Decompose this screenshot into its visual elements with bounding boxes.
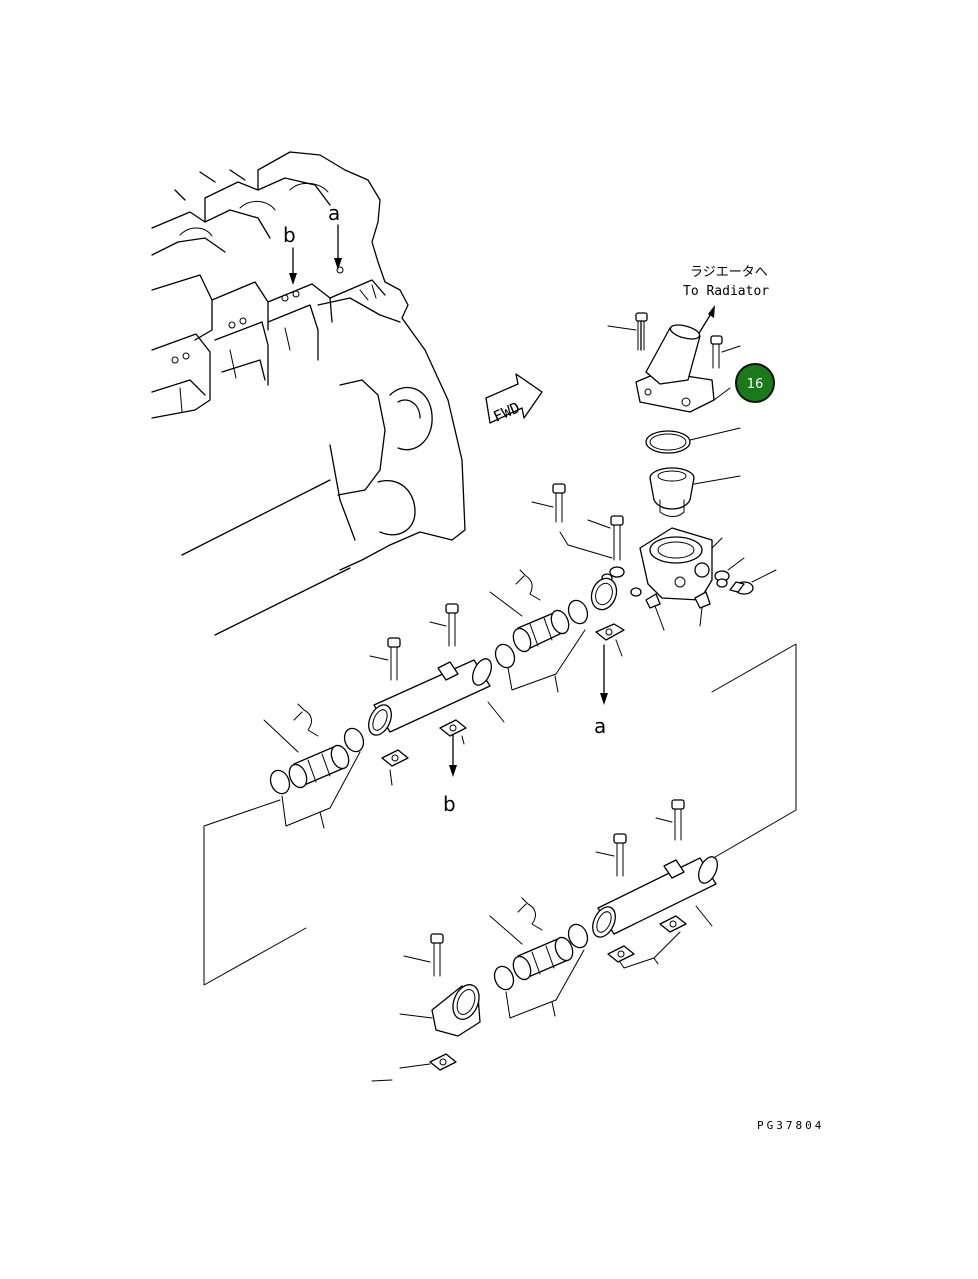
middle-o-rings [269,727,365,829]
lower-pipe-bolt-1 [595,833,627,877]
fwd-arrow: FWD [485,373,543,426]
lower-water-pipe [592,856,719,938]
small-plug [645,593,665,631]
end-elbow-bolt [403,933,444,977]
engine-block [151,151,466,636]
upper-water-pipe [368,658,505,736]
lower-hose [489,915,574,981]
upper-hose-clamp [515,569,541,601]
callout-badge[interactable] [735,363,775,403]
ref-b-pipe-label: b [443,792,456,816]
thermostat-housing [639,527,723,601]
upper-hose [489,591,570,653]
right-link-line [709,643,797,861]
thermostat-cover [635,324,731,413]
thermostat-gasket [645,427,741,454]
thermostat [649,467,741,517]
lower-o-rings [493,923,589,1019]
lower-hose-clamp [517,897,543,931]
middle-hose-clamp [293,703,319,737]
housing-bolt-short [587,515,624,561]
engine-ref-arrows [289,224,342,285]
housing-bolt-long [531,483,613,559]
drain-plug [694,591,711,627]
radiator-label-en: To Radiator [683,284,769,299]
ref-a-engine-label: a [328,201,340,225]
middle-hose [263,719,350,789]
upper-o-rings [494,599,589,693]
callout-number: 16 [747,377,764,392]
left-link-line [203,799,307,986]
lower-pipe-bolt-2 [655,799,685,841]
upper-pipe-bolt-1 [369,637,401,681]
ref-a-pipe-label: a [594,714,606,738]
cropped-leader-line [371,1079,393,1082]
lower-pipe-gasket [607,915,687,969]
housing-o-ring [630,587,642,597]
housing-plug-right [714,557,745,582]
cover-bolt-right [710,335,741,369]
drawing-code: PG37804 [757,1119,824,1132]
upper-pipe-gasket-1 [439,719,467,745]
radiator-direction-arrow [708,305,715,318]
upper-flange-gasket [595,623,625,657]
cover-bolt-left [607,312,648,351]
washer [716,578,728,588]
upper-pipe-gasket-2 [381,749,409,786]
end-elbow-gasket [399,1053,457,1071]
upper-inlet-pipe [590,577,618,611]
end-elbow [399,984,481,1037]
ref-b-engine-label: b [283,223,296,247]
upper-pipe-bolt-2 [429,603,459,647]
side-bolt [729,569,777,595]
radiator-label-jp: ラジエータへ [690,265,768,280]
